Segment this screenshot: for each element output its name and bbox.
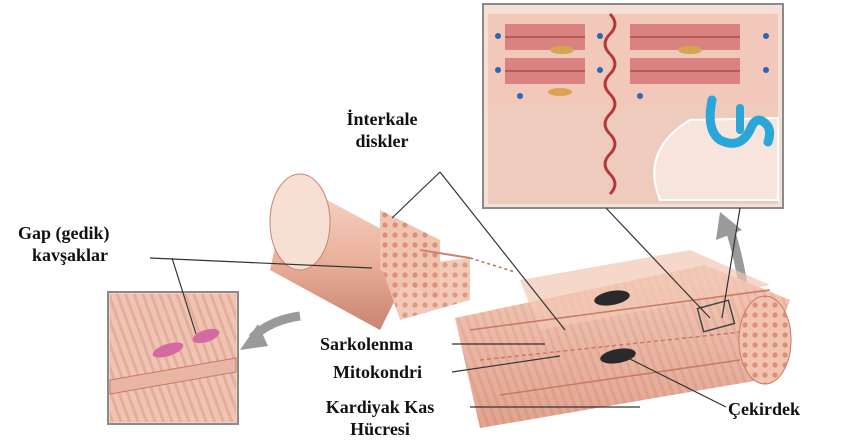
gap-junction-inset [108,292,238,424]
label-gap-junctions-line1: Gap (gedik) [18,222,110,244]
label-gap-junctions-line2: kavşaklar [18,244,110,266]
label-cardiac-cell-line1: Kardiyak Kas [300,396,460,418]
link-dash [470,258,515,272]
fiber-cross-section [739,296,791,384]
label-intercalated-discs: İnterkale diskler [320,108,444,152]
label-gap-junctions: Gap (gedik) kavşaklar [18,222,110,266]
cylinder-end [270,174,330,270]
label-nucleus: Çekirdek [728,398,800,420]
label-cardiac-cell: Kardiyak Kas Hücresi [300,396,460,440]
label-intercalated-discs-line2: diskler [320,130,444,152]
label-intercalated-discs-line1: İnterkale [320,108,444,130]
disc-detail-inset [483,4,783,208]
label-mitochondria: Mitokondri [333,361,422,383]
label-sarcolemma: Sarkolenma [320,333,413,355]
fiber-cylinder [270,174,515,330]
label-cardiac-cell-line2: Hücresi [300,418,460,440]
